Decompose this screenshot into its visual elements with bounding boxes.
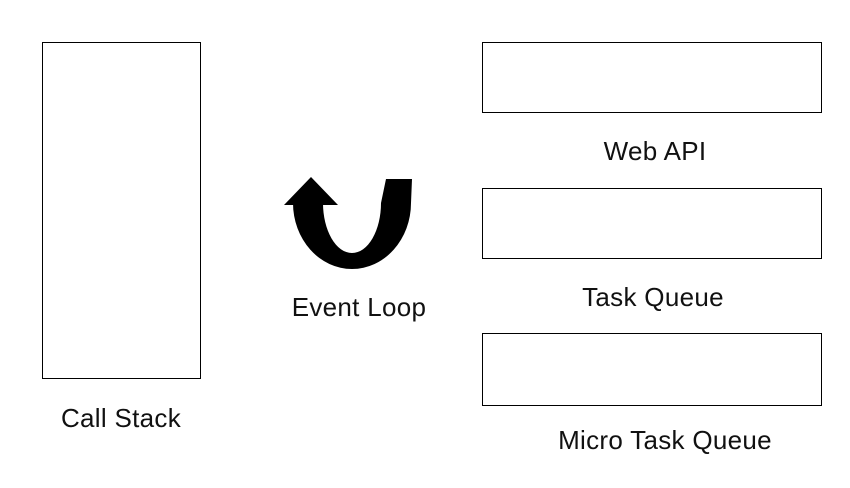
task-queue-label: Task Queue — [582, 282, 724, 312]
call-stack-label: Call Stack — [60, 403, 182, 433]
event-loop-label: Event Loop — [291, 292, 427, 322]
task-queue-box — [482, 188, 822, 259]
web-api-label: Web API — [603, 136, 707, 166]
micro-task-queue-label: Micro Task Queue — [558, 425, 772, 455]
web-api-box — [482, 42, 822, 113]
call-stack-box — [42, 42, 201, 379]
micro-task-queue-box — [482, 333, 822, 406]
